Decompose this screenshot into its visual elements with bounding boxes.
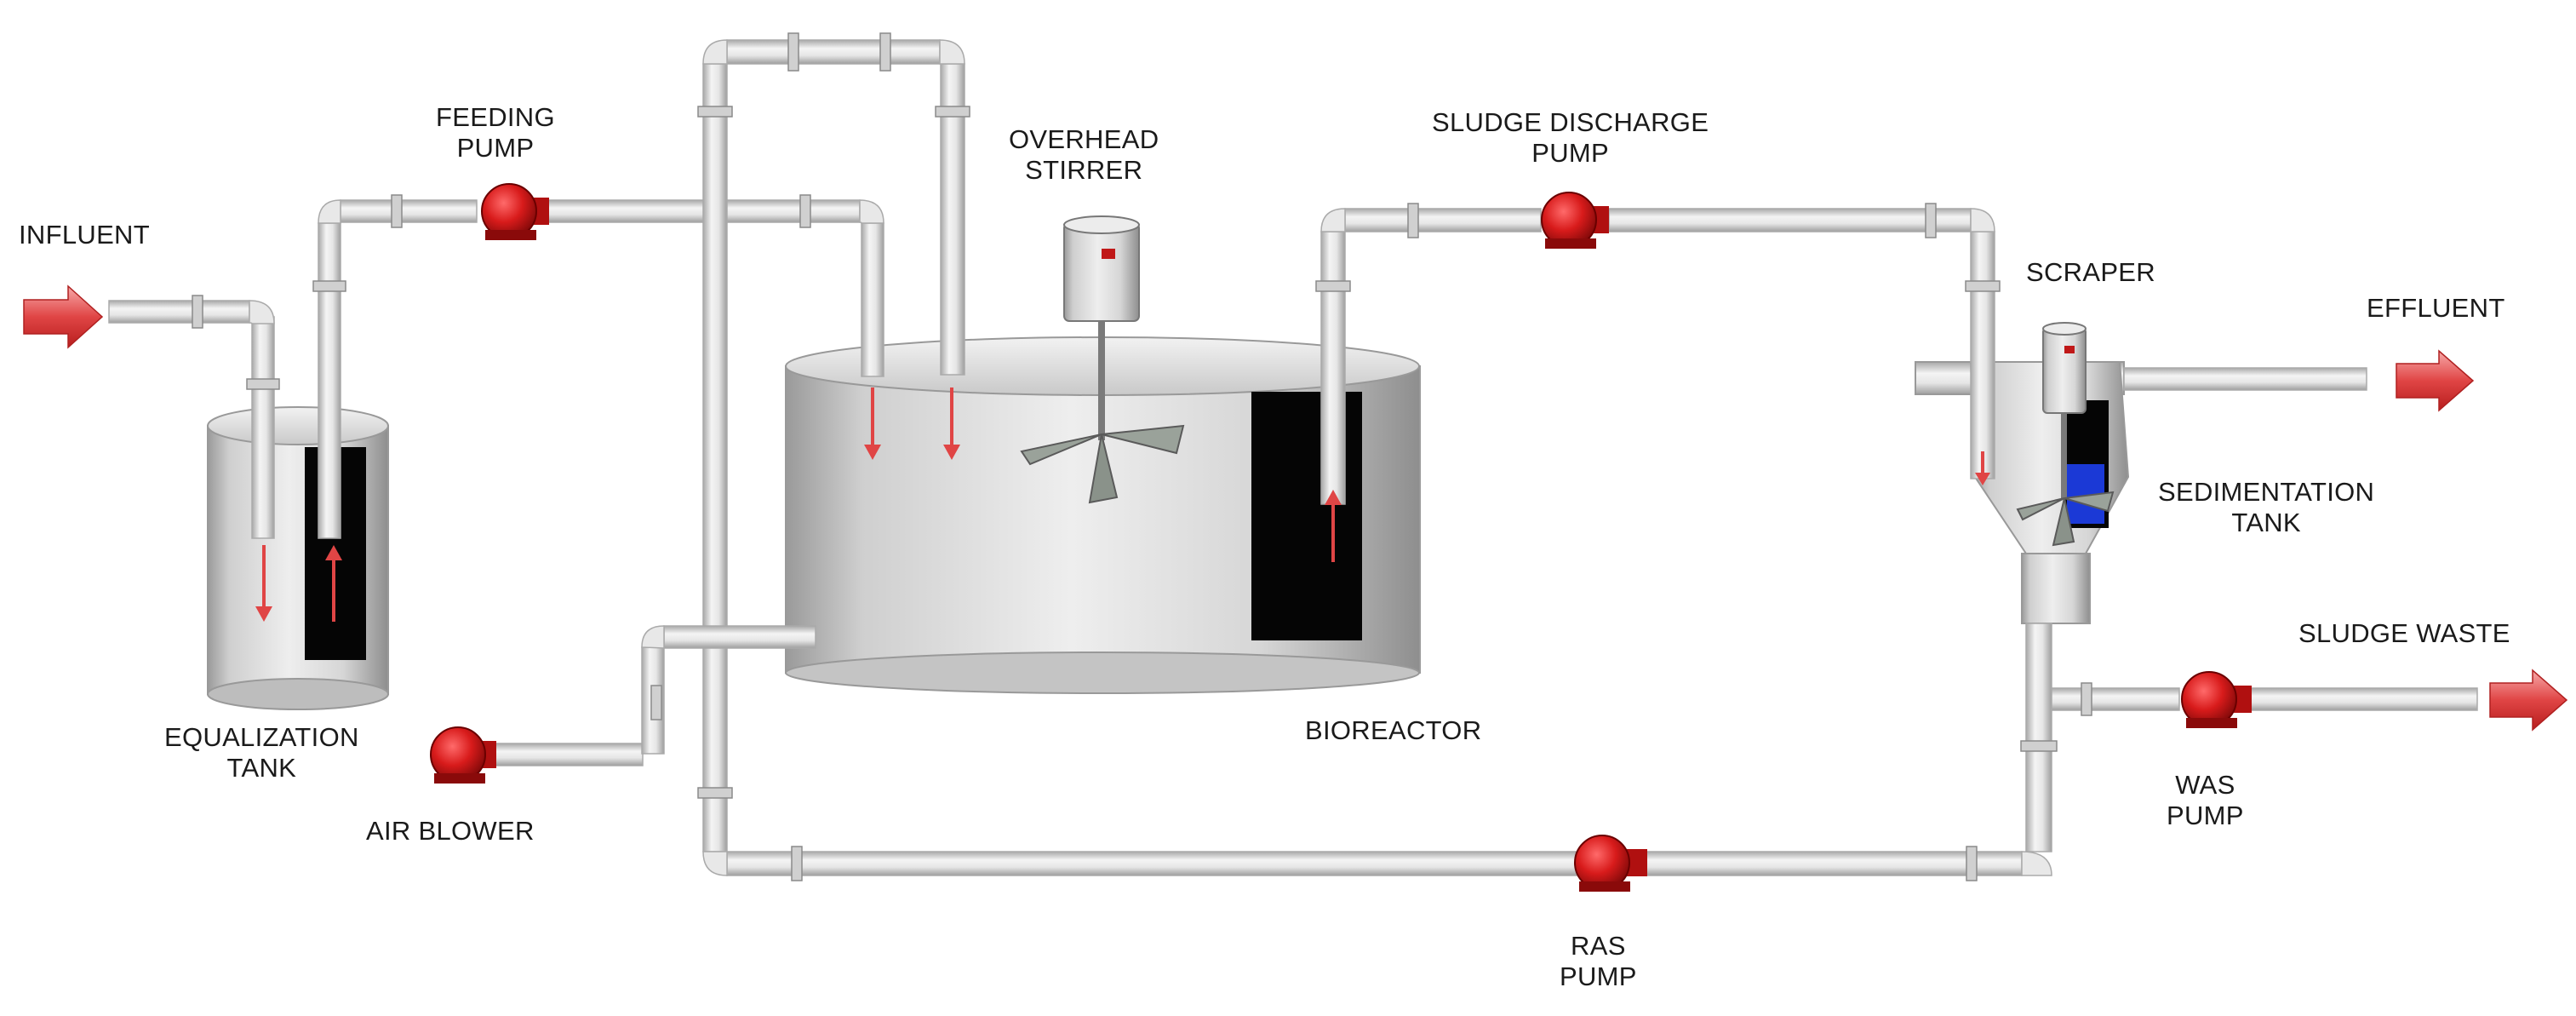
equalization-tank [207, 406, 389, 710]
air-blower [430, 726, 496, 784]
air-blower-label: AIR BLOWER [366, 816, 535, 846]
was-pump [2181, 671, 2252, 728]
effluent-arrow [2396, 349, 2475, 412]
sludge-waste-label: SLUDGE WASTE [2298, 618, 2510, 648]
influent-label: INFLUENT [19, 220, 150, 250]
sludge-waste-arrow [2489, 669, 2568, 732]
bioreactor-label: BIOREACTOR [1305, 715, 1482, 745]
effluent-label: EFFLUENT [2367, 293, 2505, 323]
ras-pump [1574, 835, 1647, 892]
sludge-discharge-pump [1541, 192, 1609, 249]
scraper-label: SCRAPER [2026, 257, 2155, 287]
influent-arrow [23, 284, 104, 349]
scraper [2016, 322, 2115, 547]
flow-arrows [255, 387, 1990, 622]
sedimentation-tank [1915, 361, 2130, 624]
overhead-stirrer [1020, 215, 1185, 504]
feeding-pump [481, 183, 549, 240]
